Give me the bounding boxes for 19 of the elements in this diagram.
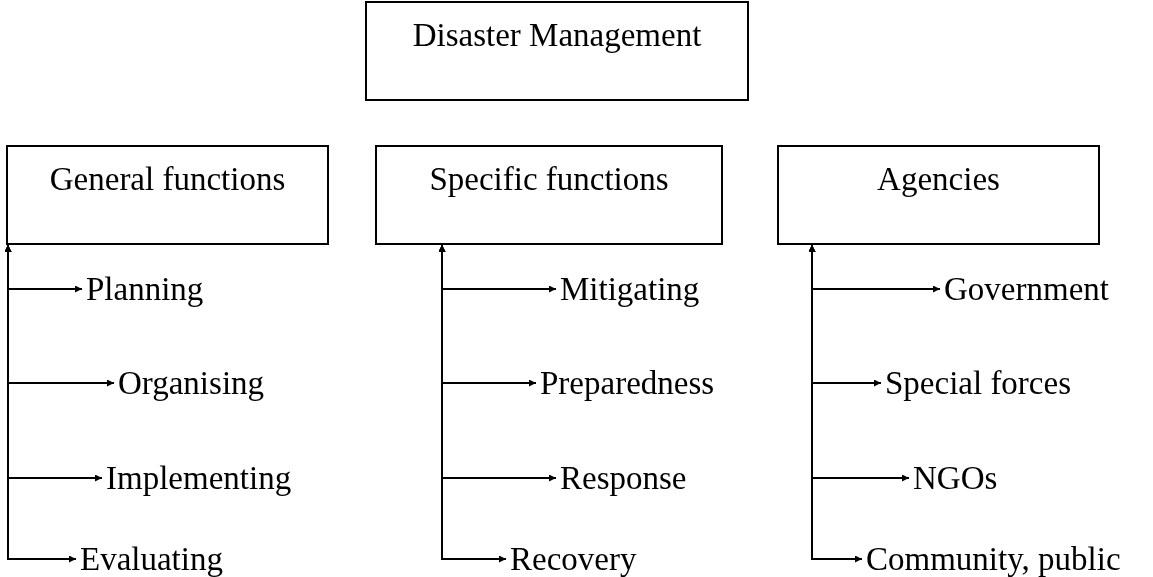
item-label: Organising [118,363,288,403]
item-label: Government [944,269,1134,309]
item-label: Preparedness [540,363,740,403]
label-box: Specific functions [375,145,723,245]
item-label: Special forces [885,363,1110,403]
label-box: Disaster Management [365,1,749,101]
item-label: Mitigating [560,269,720,309]
item-label: Evaluating [80,539,250,577]
item-label: Planning [86,269,216,309]
item-label: Response [560,458,710,498]
connector-arrow [438,244,507,563]
item-label: Recovery [510,539,660,577]
label-box: Agencies [777,145,1100,245]
connector-arrow [4,244,77,563]
label-box: General functions [6,145,329,245]
item-label: NGOs [913,458,1013,498]
item-label: Implementing [106,458,316,498]
connector-arrow [808,244,863,563]
item-label: Community, public [866,539,1151,577]
